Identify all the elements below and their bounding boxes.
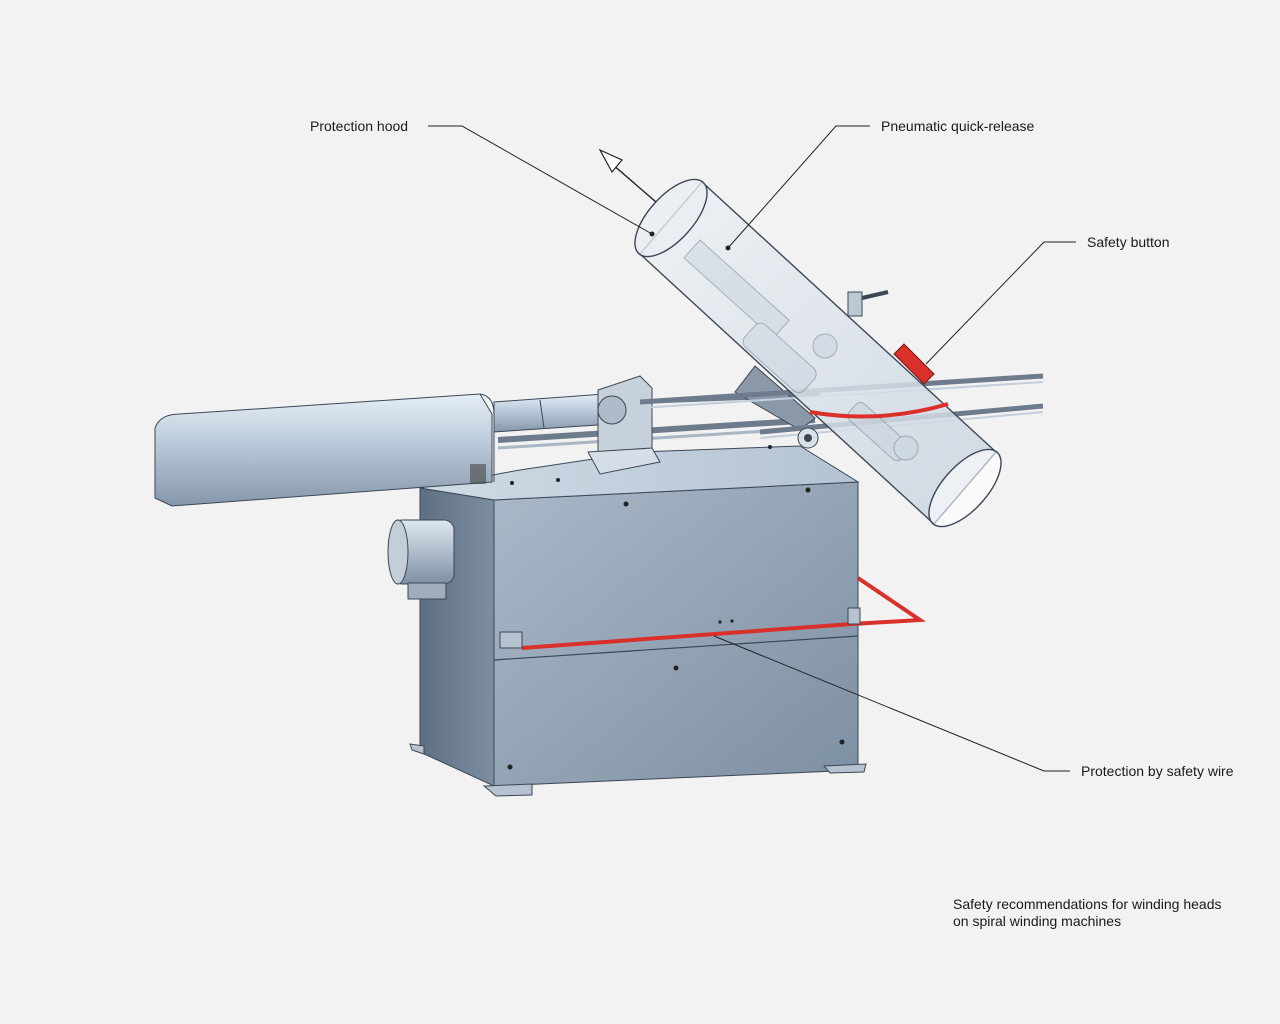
- safety-wire: [499, 576, 927, 650]
- leader-protection-by-safety-wire: [713, 635, 1070, 772]
- label-pneumatic-quick-release: Pneumatic quick-release: [881, 118, 1035, 134]
- drive-housing: [154, 393, 495, 507]
- leader-lines: [428, 125, 1076, 772]
- leader-protection-hood: [428, 125, 653, 235]
- label-protection-by-safety-wire: Protection by safety wire: [1081, 763, 1234, 779]
- safety-button: [893, 343, 935, 385]
- leader-pneumatic-quick-release: [727, 125, 870, 249]
- hood-clamp: [847, 290, 889, 317]
- label-safety-button: Safety button: [1087, 234, 1170, 250]
- machine-cabinet: [409, 445, 867, 797]
- protection-hood: [634, 178, 1002, 528]
- caption-line-1: Safety recommendations for winding heads: [953, 896, 1222, 912]
- motor: [387, 519, 455, 600]
- leader-safety-button: [925, 241, 1076, 365]
- label-protection-hood: Protection hood: [310, 118, 409, 134]
- caption-line-2: on spiral winding machines: [953, 913, 1122, 929]
- hood-opening-arrow-icon: [598, 148, 657, 203]
- figure-caption: Safety recommendations for winding heads…: [953, 896, 1221, 930]
- bearing-block: [587, 375, 661, 475]
